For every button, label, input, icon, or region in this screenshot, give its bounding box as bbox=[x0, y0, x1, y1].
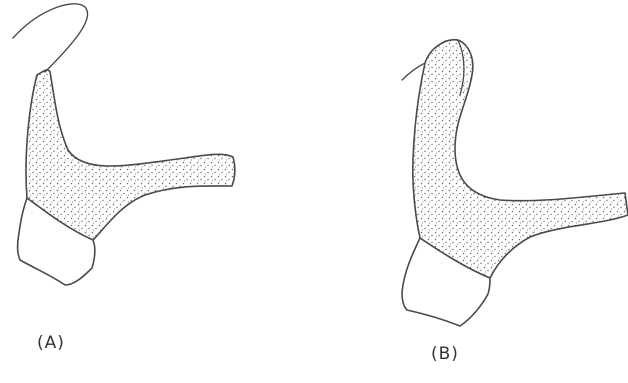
panel-a-wire-line bbox=[13, 4, 88, 72]
panel-a-stippled-flange bbox=[26, 70, 235, 240]
panel-a-drawing bbox=[13, 4, 235, 285]
panel-b-drawing bbox=[402, 40, 628, 326]
panel-b-label: (B) bbox=[431, 344, 459, 364]
panel-a-label: (A) bbox=[37, 333, 65, 353]
panel-b-stippled-flange bbox=[413, 40, 628, 278]
